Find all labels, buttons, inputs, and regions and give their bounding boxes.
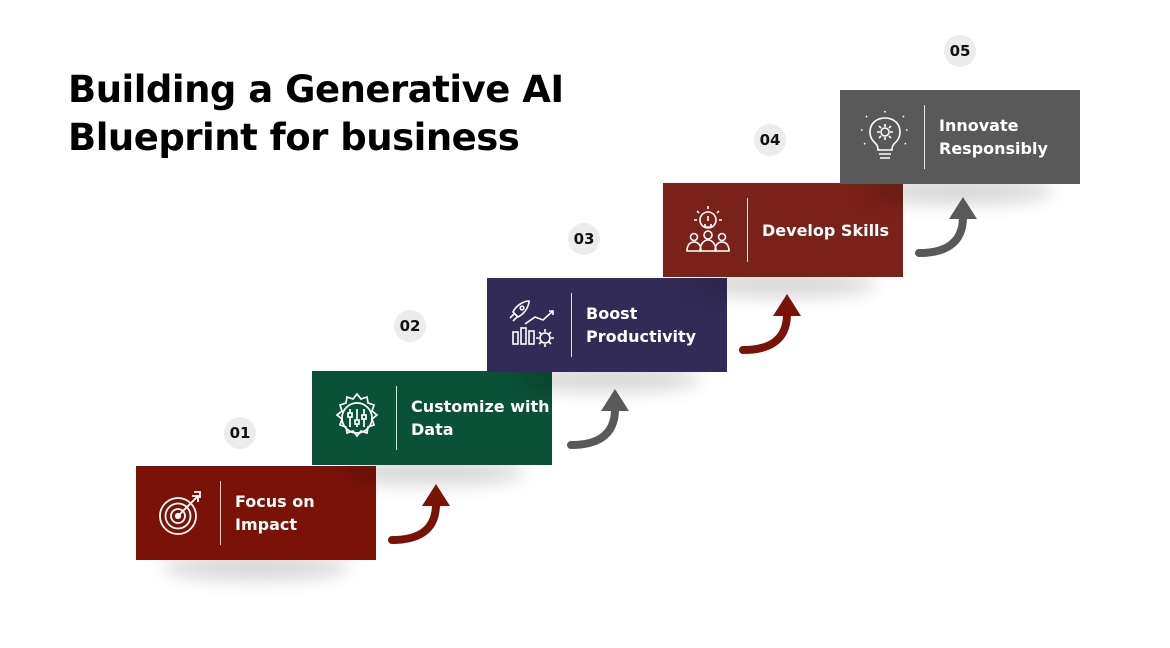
step-label-line-2: Productivity — [586, 327, 697, 346]
step-innovate-responsibly: Innovate Responsibly — [840, 90, 1080, 204]
step-box: Boost Productivity — [487, 278, 727, 372]
step-label-line-1: Customize with — [411, 397, 550, 416]
step-number-03: 03 — [568, 223, 600, 255]
curved-arrow-icon — [388, 484, 450, 544]
step-label: Customize with Data — [411, 395, 550, 441]
step-box: Customize with Data — [312, 371, 552, 465]
step-label: Boost Productivity — [586, 302, 696, 348]
step-label-line-1: Develop Skills — [762, 220, 890, 240]
rocket-growth-icon — [501, 294, 563, 356]
step-label-line-1: Boost — [586, 304, 638, 323]
step-develop-skills: Develop Skills — [663, 183, 903, 297]
title-line-2: Blueprint for business — [68, 116, 520, 159]
settings-sliders-icon — [326, 387, 388, 449]
step-box: Innovate Responsibly — [840, 90, 1080, 184]
step-label-line-2: Responsibly — [939, 139, 1048, 158]
team-idea-icon — [677, 199, 739, 261]
step-number-05: 05 — [944, 35, 976, 67]
step-number-04: 04 — [754, 124, 786, 156]
curved-arrow-icon — [915, 197, 977, 257]
step-number-01: 01 — [224, 417, 256, 449]
step-label-line-1: Focus on Impact — [235, 492, 315, 534]
page-title: Building a Generative AI Blueprint for b… — [68, 66, 628, 162]
step-box: Focus on Impact — [136, 466, 376, 560]
step-focus-on-impact: Focus on Impact — [136, 466, 376, 580]
step-label-line-1: Innovate — [939, 116, 1019, 135]
lightbulb-gear-icon — [854, 106, 916, 168]
step-box: Develop Skills — [663, 183, 903, 277]
step-boost-productivity: Boost Productivity — [487, 278, 727, 392]
target-icon — [150, 482, 212, 544]
step-label: Innovate Responsibly — [939, 114, 1048, 160]
curved-arrow-icon — [567, 389, 629, 449]
step-label: Focus on Impact — [235, 490, 376, 536]
step-label-line-2: Data — [411, 420, 454, 439]
title-line-1: Building a Generative AI — [68, 68, 564, 111]
step-customize-with-data: Customize with Data — [312, 371, 552, 485]
step-number-02: 02 — [394, 310, 426, 342]
step-label: Develop Skills — [762, 219, 889, 242]
curved-arrow-icon — [739, 294, 801, 354]
